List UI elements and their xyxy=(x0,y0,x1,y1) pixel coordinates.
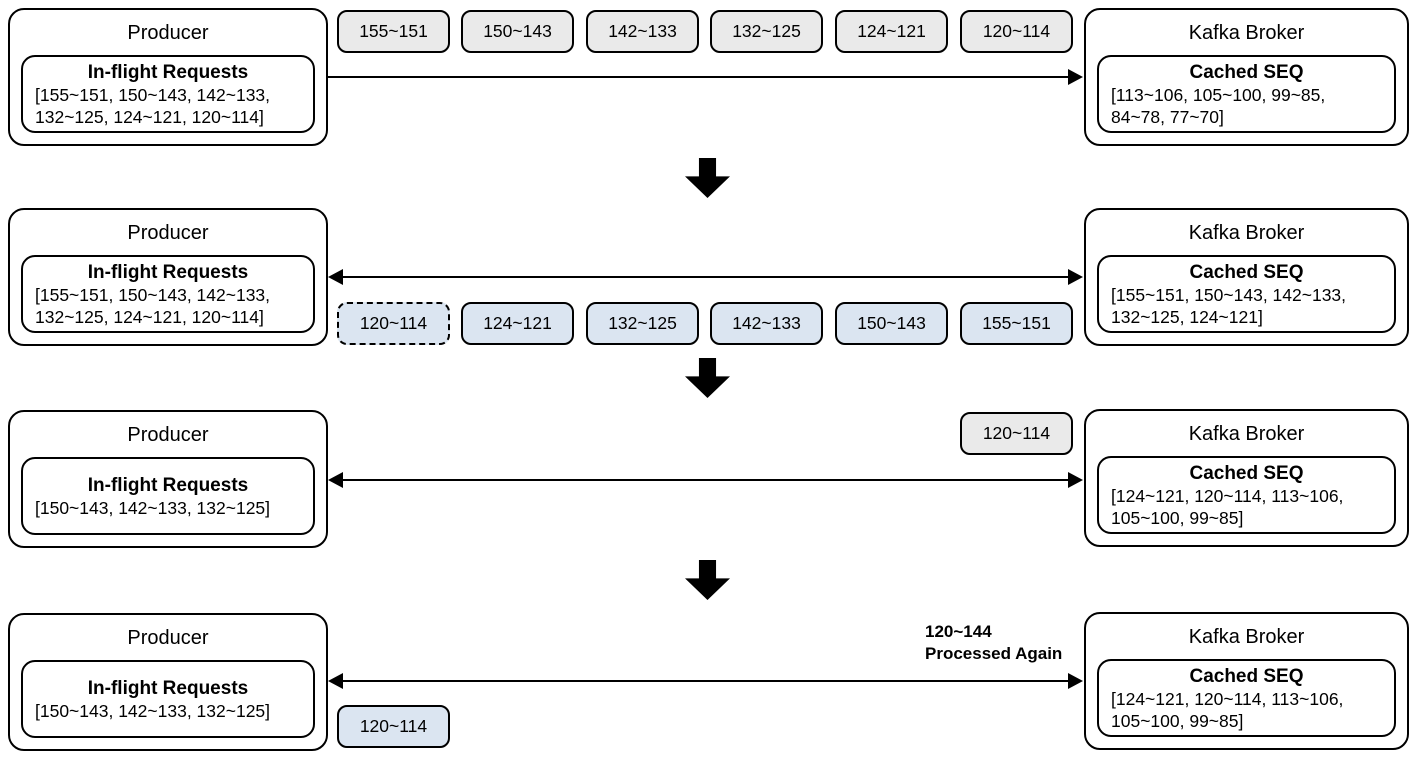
cached-seq-list: [155~151, 150~143, 142~133, 132~125, 124… xyxy=(1111,284,1347,327)
producer-title: Producer xyxy=(127,627,209,649)
seq-chip: 132~125 xyxy=(586,302,699,345)
cached-seq-title: Cached SEQ xyxy=(1189,261,1304,283)
inflight-requests-title: In-flight Requests xyxy=(87,61,249,83)
arrowhead-right-icon xyxy=(1068,472,1083,488)
arrowhead-right-icon xyxy=(1068,269,1083,285)
cached-seq-title: Cached SEQ xyxy=(1189,462,1304,484)
arrowhead-left-icon xyxy=(328,673,343,689)
inflight-requests-box: In-flight Requests [150~143, 142~133, 13… xyxy=(21,660,315,738)
inflight-requests-box: In-flight Requests [155~151, 150~143, 14… xyxy=(21,55,315,133)
seq-chip: 142~133 xyxy=(710,302,823,345)
response-arrow-line xyxy=(332,680,1080,682)
kafka-broker-title: Kafka Broker xyxy=(1188,22,1305,44)
cached-seq-title: Cached SEQ xyxy=(1189,61,1304,83)
producer-box: Producer In-flight Requests [150~143, 14… xyxy=(8,613,328,751)
inflight-requests-list: [150~143, 142~133, 132~125] xyxy=(35,497,271,518)
inflight-requests-title: In-flight Requests xyxy=(87,474,249,496)
cached-seq-list: [124~121, 120~114, 113~106, 105~100, 99~… xyxy=(1111,688,1344,731)
kafka-broker-box: Kafka Broker Cached SEQ [124~121, 120~11… xyxy=(1084,409,1409,547)
producer-title: Producer xyxy=(127,222,209,244)
kafka-broker-box: Kafka Broker Cached SEQ [155~151, 150~14… xyxy=(1084,208,1409,346)
seq-chip: 124~121 xyxy=(835,10,948,53)
producer-title: Producer xyxy=(127,424,209,446)
inflight-requests-list: [150~143, 142~133, 132~125] xyxy=(35,700,271,721)
producer-box: Producer In-flight Requests [155~151, 15… xyxy=(8,8,328,146)
response-arrow-line xyxy=(332,479,1080,481)
response-arrow-line xyxy=(332,276,1080,278)
seq-chip: 150~143 xyxy=(461,10,574,53)
inflight-requests-box: In-flight Requests [150~143, 142~133, 13… xyxy=(21,457,315,535)
cached-seq-box: Cached SEQ [155~151, 150~143, 142~133, 1… xyxy=(1097,255,1396,333)
inflight-requests-title: In-flight Requests xyxy=(87,261,249,283)
down-arrow-icon xyxy=(685,560,730,600)
inflight-requests-list: [155~151, 150~143, 142~133, 132~125, 124… xyxy=(35,84,271,127)
seq-chip: 120~114 xyxy=(960,412,1073,455)
seq-chip: 120~114 xyxy=(337,705,450,748)
arrowhead-right-icon xyxy=(1068,69,1083,85)
seq-chip: 124~121 xyxy=(461,302,574,345)
cached-seq-list: [113~106, 105~100, 99~85, 84~78, 77~70] xyxy=(1111,84,1326,127)
arrowhead-left-icon xyxy=(328,472,343,488)
seq-chip: 155~151 xyxy=(960,302,1073,345)
kafka-broker-box: Kafka Broker Cached SEQ [124~121, 120~11… xyxy=(1084,612,1409,750)
cached-seq-list: [124~121, 120~114, 113~106, 105~100, 99~… xyxy=(1111,485,1344,528)
producer-title: Producer xyxy=(127,22,209,44)
seq-chip-dashed: 120~114 xyxy=(337,302,450,345)
kafka-broker-title: Kafka Broker xyxy=(1188,222,1305,244)
inflight-requests-box: In-flight Requests [155~151, 150~143, 14… xyxy=(21,255,315,333)
producer-box: Producer In-flight Requests [150~143, 14… xyxy=(8,410,328,548)
inflight-requests-list: [155~151, 150~143, 142~133, 132~125, 124… xyxy=(35,284,271,327)
inflight-requests-title: In-flight Requests xyxy=(87,677,249,699)
seq-chip: 132~125 xyxy=(710,10,823,53)
processed-again-label: 120~144 Processed Again xyxy=(925,622,1063,663)
arrowhead-right-icon xyxy=(1068,673,1083,689)
cached-seq-title: Cached SEQ xyxy=(1189,665,1304,687)
cached-seq-box: Cached SEQ [124~121, 120~114, 113~106, 1… xyxy=(1097,659,1396,737)
cached-seq-box: Cached SEQ [124~121, 120~114, 113~106, 1… xyxy=(1097,456,1396,534)
kafka-broker-box: Kafka Broker Cached SEQ [113~106, 105~10… xyxy=(1084,8,1409,146)
kafka-broker-title: Kafka Broker xyxy=(1188,423,1305,445)
down-arrow-icon xyxy=(685,358,730,398)
request-arrow-line xyxy=(328,76,1078,78)
cached-seq-box: Cached SEQ [113~106, 105~100, 99~85, 84~… xyxy=(1097,55,1396,133)
producer-box: Producer In-flight Requests [155~151, 15… xyxy=(8,208,328,346)
kafka-broker-title: Kafka Broker xyxy=(1188,626,1305,648)
down-arrow-icon xyxy=(685,158,730,198)
arrowhead-left-icon xyxy=(328,269,343,285)
seq-chip: 142~133 xyxy=(586,10,699,53)
seq-chip: 120~114 xyxy=(960,10,1073,53)
seq-chip: 155~151 xyxy=(337,10,450,53)
seq-chip: 150~143 xyxy=(835,302,948,345)
